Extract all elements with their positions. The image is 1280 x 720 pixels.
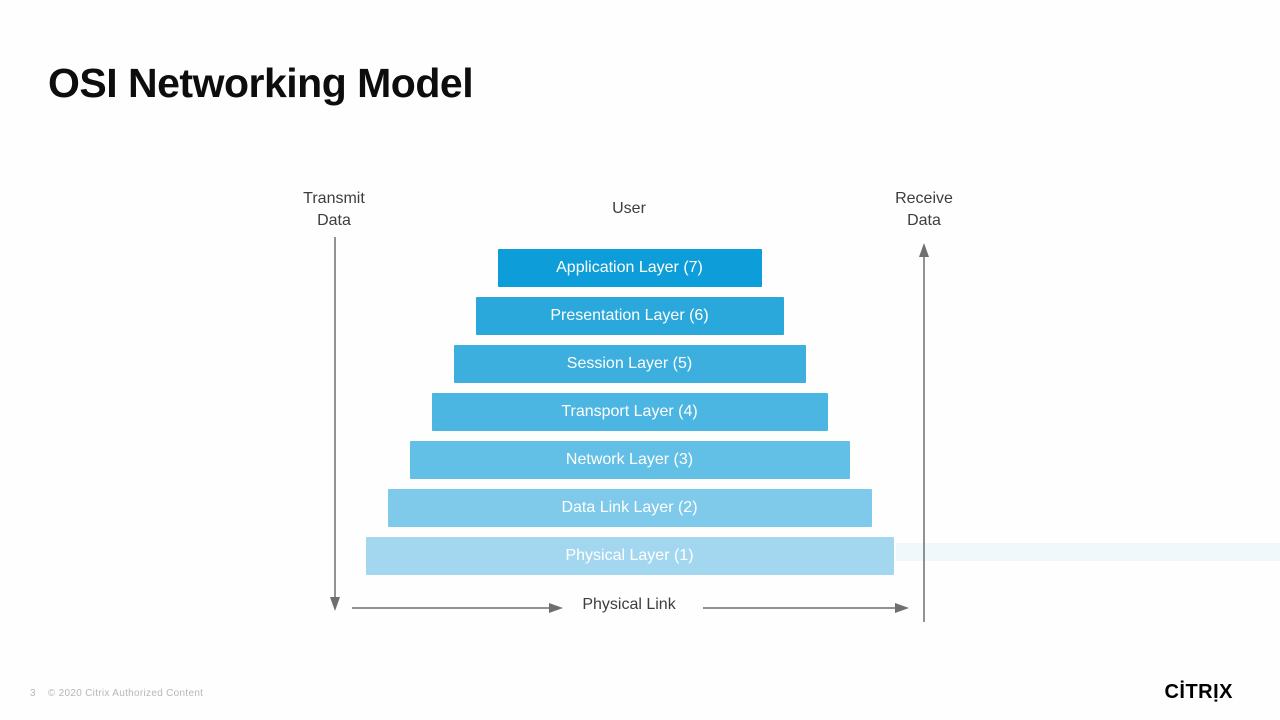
transmit-down-arrow (330, 237, 340, 611)
slide-footer: 3 © 2020 Citrix Authorized Content (30, 688, 203, 699)
osi-layer-transport: Transport Layer (4) (431, 393, 828, 431)
citrix-logo: CİTRỊX (1164, 681, 1233, 703)
slide-title: OSI Networking Model (48, 60, 474, 106)
osi-layer-presentation: Presentation Layer (6) (475, 297, 784, 335)
osi-layer-session: Session Layer (5) (453, 345, 806, 383)
background-ghost-band (896, 543, 1280, 561)
user-label: User (612, 200, 646, 217)
physical-link-label: Physical Link (582, 596, 676, 613)
page-number: 3 (30, 688, 36, 699)
transmit-data-label: Transmit Data (303, 190, 365, 229)
copyright-text: © 2020 Citrix Authorized Content (47, 688, 204, 699)
physical-link-left-arrow (352, 603, 563, 613)
physical-link-right-arrow (703, 603, 909, 613)
osi-layer-physical: Physical Layer (1) (365, 537, 894, 575)
receive-data-label: Receive Data (895, 190, 953, 229)
receive-up-arrow (919, 243, 929, 622)
osi-layer-network: Network Layer (3) (409, 441, 850, 479)
osi-layer-application: Application Layer (7) (497, 249, 762, 287)
osi-layer-datalink: Data Link Layer (2) (387, 489, 872, 527)
